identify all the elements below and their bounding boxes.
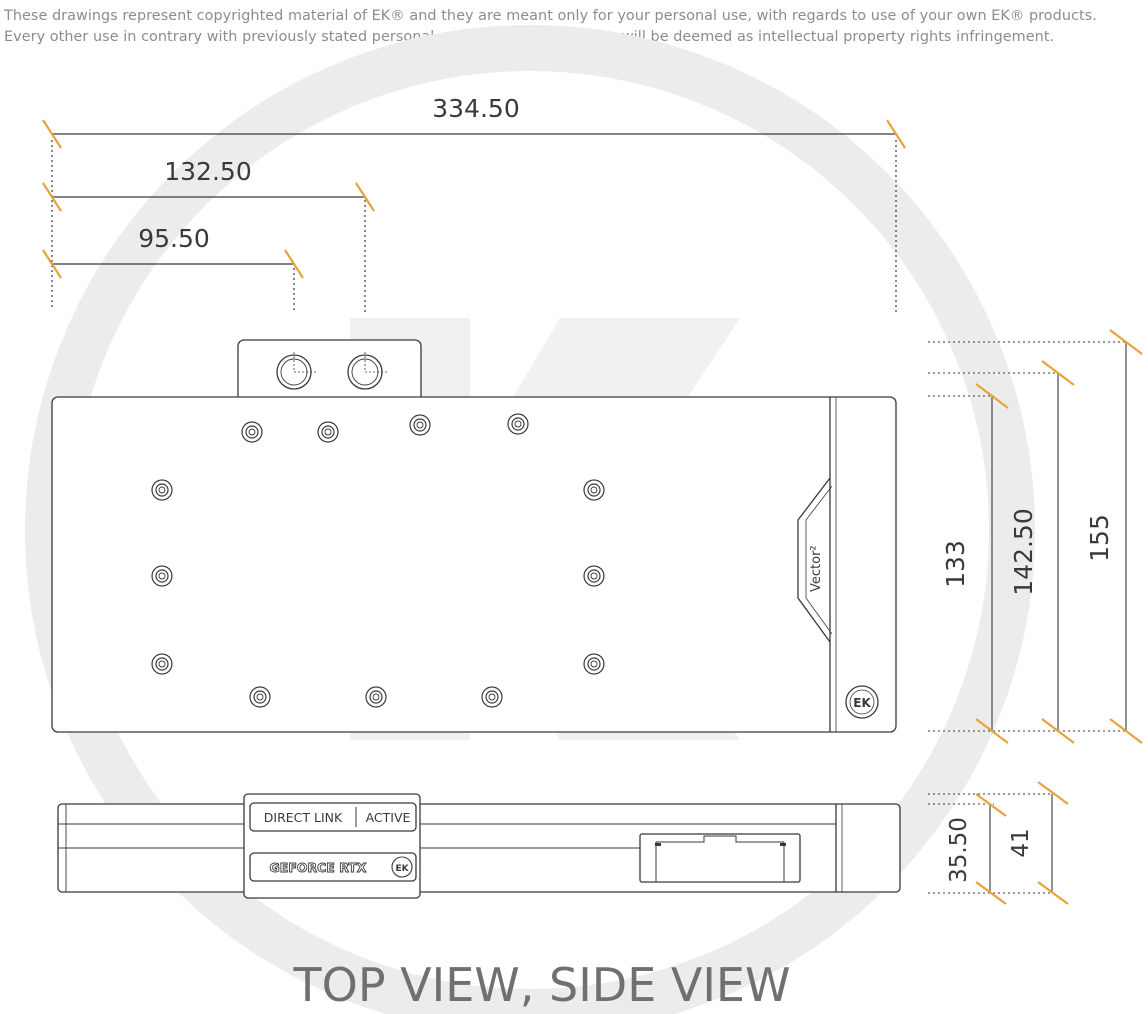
mounting-screw — [317, 421, 339, 443]
dim-height-total: 155 — [1085, 514, 1114, 562]
mounting-screw — [583, 653, 605, 675]
mounting-screw — [151, 653, 173, 675]
ek-round-logo: EK — [845, 685, 879, 719]
dim-port-b-offset: 132.50 — [164, 157, 251, 186]
geforce-badge — [249, 852, 417, 882]
side-terminal — [243, 793, 421, 899]
ports — [276, 352, 387, 390]
dim-height-inner: 133 — [941, 540, 970, 588]
dim-thickness-total: 41 — [1008, 828, 1034, 857]
mounting-screw — [507, 413, 529, 435]
mounting-screw — [249, 686, 271, 708]
side-view — [57, 793, 901, 899]
top-dimension-ticks — [42, 119, 906, 279]
direct-link-label: DIRECT LINK — [264, 810, 343, 825]
port-a — [276, 352, 316, 390]
mounting-screws — [151, 413, 605, 708]
mounting-screw — [583, 565, 605, 587]
vector-logo-plate — [797, 477, 831, 643]
mounting-screw — [409, 414, 431, 436]
vector-logo-label: Vector² — [809, 545, 824, 592]
top-dimensions — [51, 133, 897, 312]
geforce-rtx-label: GEFORCE RTX — [270, 860, 367, 875]
ek-round-logo-text: EK — [853, 696, 871, 710]
ek-side-logo-text: EK — [395, 864, 409, 874]
dim-height-mid: 142.50 — [1009, 508, 1038, 595]
terminal-block — [237, 339, 422, 405]
mounting-screw — [365, 686, 387, 708]
mounting-screw — [151, 565, 173, 587]
dim-port-a-offset: 95.50 — [138, 224, 210, 253]
view-title: TOP VIEW, SIDE VIEW — [293, 958, 791, 1012]
disclaimer-line-1: These drawings represent copyrighted mat… — [4, 8, 1097, 24]
mounting-screw — [481, 686, 503, 708]
ek-side-logo: EK — [391, 856, 413, 878]
connector-latches — [655, 843, 786, 846]
height-dimensions — [928, 341, 1127, 732]
thickness-dimension-ticks — [975, 781, 1069, 905]
mounting-screw — [583, 479, 605, 501]
port-b — [347, 352, 387, 390]
mounting-screw — [151, 479, 173, 501]
mounting-screw — [241, 421, 263, 443]
block-body — [51, 396, 897, 733]
height-dimension-ticks — [975, 329, 1143, 744]
top-view — [51, 339, 897, 733]
dim-total-length: 334.50 — [432, 94, 519, 123]
direct-link-badge — [249, 802, 417, 832]
rgb-connector — [639, 833, 801, 883]
active-label: ACTIVE — [366, 810, 411, 825]
dim-thickness-inner: 35.50 — [946, 817, 972, 883]
